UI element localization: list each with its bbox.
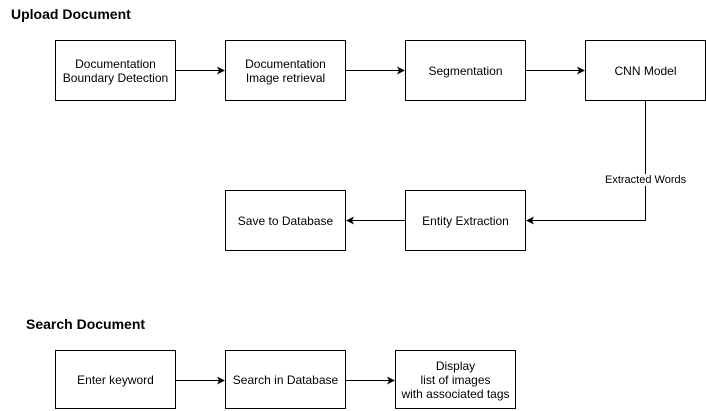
save-to-database-node: Save to Database <box>225 190 346 251</box>
display-images-node: Display list of images with associated t… <box>395 350 516 409</box>
segmentation-node: Segmentation <box>405 40 526 101</box>
save-to-database-label: Save to Database <box>237 213 334 228</box>
entity-extraction-label: Entity Extraction <box>422 213 509 228</box>
segmentation-label: Segmentation <box>428 63 503 78</box>
entity-extraction-node: Entity Extraction <box>405 190 526 251</box>
enter-keyword-node: Enter keyword <box>55 350 176 409</box>
extracted-words-edge-label: Extracted Words <box>603 174 689 186</box>
arrow-cnn-to-entity <box>526 101 646 225</box>
boundary-detection-node: Documentation Boundary Detection <box>55 40 176 101</box>
image-retrieval-node: Documentation Image retrieval <box>225 40 346 101</box>
cnn-model-node: CNN Model <box>585 40 706 101</box>
enter-keyword-label: Enter keyword <box>77 372 154 387</box>
upload-document-heading: Upload Document <box>11 6 131 22</box>
boundary-detection-label: Documentation Boundary Detection <box>62 56 169 85</box>
image-retrieval-label: Documentation Image retrieval <box>245 56 326 85</box>
search-document-heading: Search Document <box>26 316 146 332</box>
cnn-model-label: CNN Model <box>614 63 677 78</box>
display-images-label: Display list of images with associated t… <box>401 358 510 401</box>
search-in-database-node: Search in Database <box>225 350 346 409</box>
search-in-database-label: Search in Database <box>232 372 339 387</box>
